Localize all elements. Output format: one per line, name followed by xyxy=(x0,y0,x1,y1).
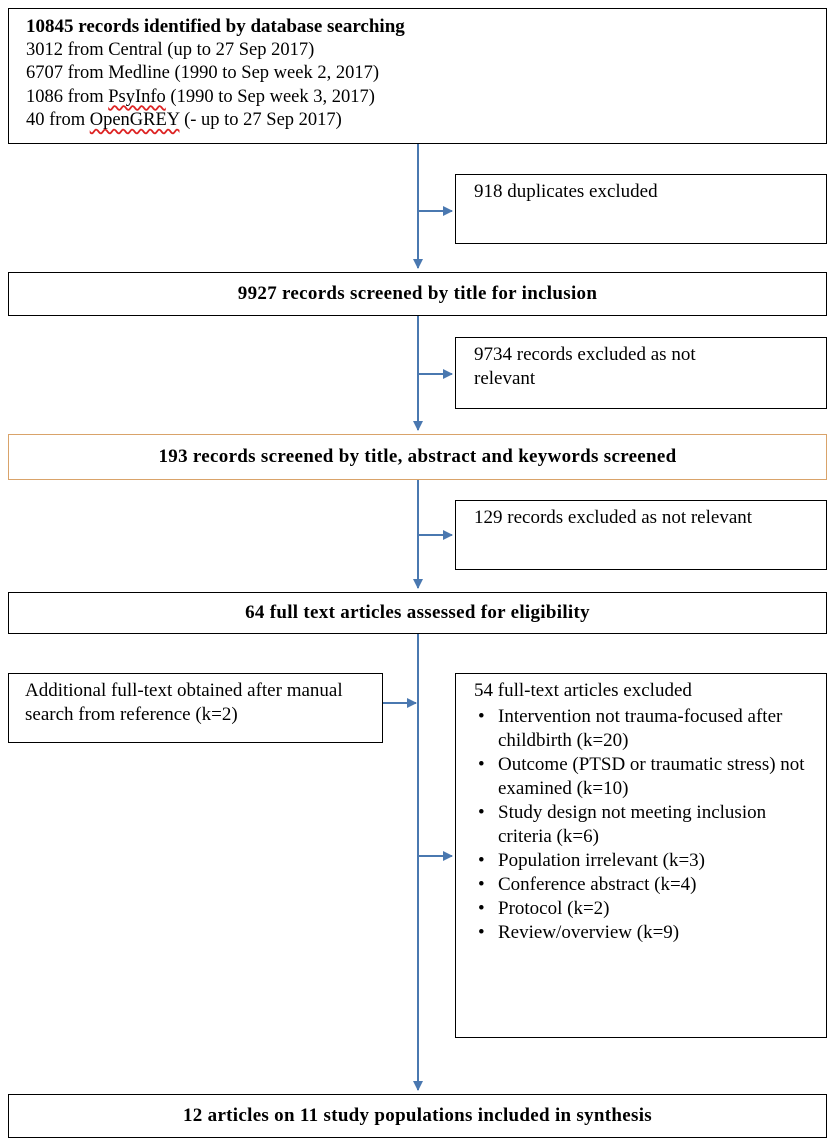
additional-fulltext-box: Additional full-text obtained after manu… xyxy=(8,673,383,743)
exclusion-reason: Protocol (k=2) xyxy=(474,897,820,921)
exclusion-reasons-list: Intervention not trauma-focused after ch… xyxy=(474,705,820,945)
fulltext-assessed-box: 64 full text articles assessed for eligi… xyxy=(8,592,827,634)
source-central: 3012 from Central (up to 27 Sep 2017) xyxy=(26,39,315,60)
records-identified-title: 10845 records identified by database sea… xyxy=(26,16,405,37)
screened-title-text: 9927 records screened by title for inclu… xyxy=(237,283,598,304)
source-medline: 6707 from Medline (1990 to Sep week 2, 2… xyxy=(26,63,379,83)
excluded-title-text: 9734 records excluded as not relevant xyxy=(474,344,696,389)
fulltext-excluded-title: 54 full-text articles excluded xyxy=(474,680,692,701)
excluded-title-box: 9734 records excluded as not relevant xyxy=(455,337,827,409)
source-psyinfo: 1086 from PsyInfo (1990 to Sep week 3, 2… xyxy=(26,86,375,107)
screened-title-box: 9927 records screened by title for inclu… xyxy=(8,272,827,316)
included-text: 12 articles on 11 study populations incl… xyxy=(183,1105,652,1126)
exclusion-reason: Study design not meeting inclusion crite… xyxy=(474,801,820,849)
exclusion-reason: Population irrelevant (k=3) xyxy=(474,849,820,873)
duplicates-excluded-text: 918 duplicates excluded xyxy=(474,181,658,202)
screened-abstract-box: 193 records screened by title, abstract … xyxy=(8,434,827,480)
exclusion-reason: Intervention not trauma-focused after ch… xyxy=(474,705,820,753)
additional-fulltext-text: Additional full-text obtained after manu… xyxy=(25,680,343,725)
exclusion-reason: Outcome (PTSD or traumatic stress) not e… xyxy=(474,753,820,801)
fulltext-excluded-box: 54 full-text articles excluded Intervent… xyxy=(455,673,827,1038)
excluded-abstract-text: 129 records excluded as not relevant xyxy=(474,507,753,528)
screened-abstract-text: 193 records screened by title, abstract … xyxy=(158,446,677,467)
excluded-abstract-box: 129 records excluded as not relevant xyxy=(455,500,827,570)
duplicates-excluded-box: 918 duplicates excluded xyxy=(455,174,827,244)
fulltext-assessed-text: 64 full text articles assessed for eligi… xyxy=(245,602,590,623)
included-box: 12 articles on 11 study populations incl… xyxy=(8,1094,827,1138)
exclusion-reason: Conference abstract (k=4) xyxy=(474,873,820,897)
exclusion-reason: Review/overview (k=9) xyxy=(474,921,820,945)
records-identified-box: 10845 records identified by database sea… xyxy=(8,8,827,144)
source-opengrey: 40 from OpenGREY (- up to 27 Sep 2017) xyxy=(26,110,342,130)
